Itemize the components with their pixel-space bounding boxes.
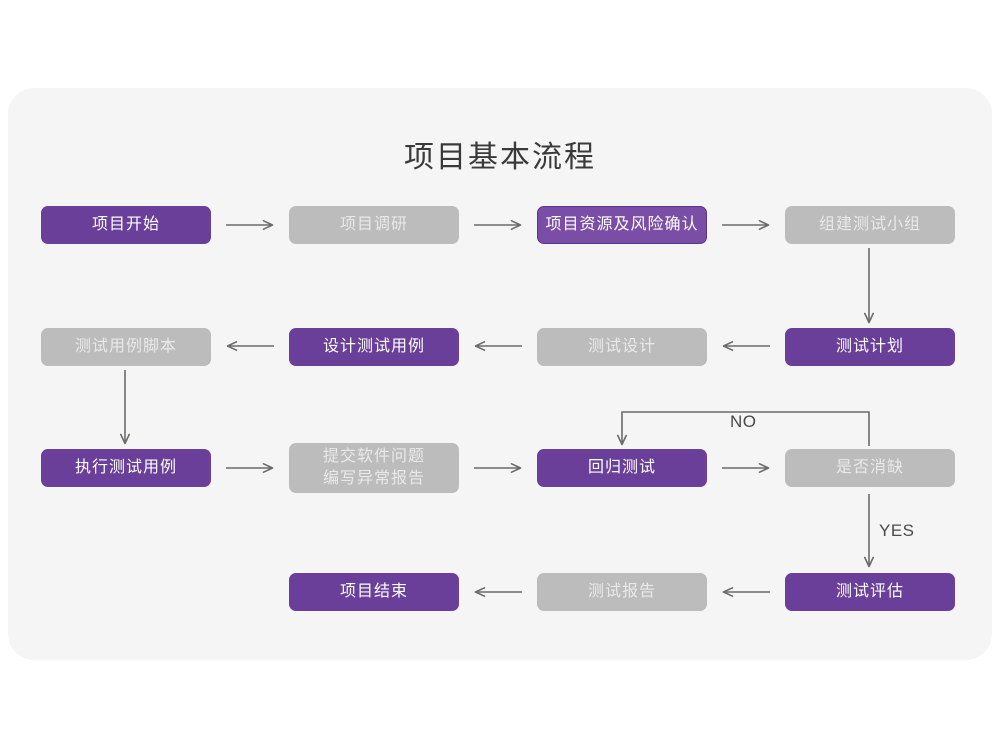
node-test-report[interactable]: 测试报告 (537, 573, 707, 611)
node-test-case-script[interactable]: 测试用例脚本 (41, 328, 211, 366)
node-test-plan[interactable]: 测试计划 (785, 328, 955, 366)
node-design-test-cases[interactable]: 设计测试用例 (289, 328, 459, 366)
node-project-end[interactable]: 项目结束 (289, 573, 459, 611)
node-defects-cleared[interactable]: 是否消缺 (785, 449, 955, 487)
node-project-research[interactable]: 项目调研 (289, 206, 459, 244)
node-regression-test[interactable]: 回归测试 (537, 449, 707, 487)
page-title: 项目基本流程 (404, 141, 596, 174)
node-project-start[interactable]: 项目开始 (41, 206, 211, 244)
node-execute-test-cases[interactable]: 执行测试用例 (41, 449, 211, 487)
diagram-card (8, 88, 992, 660)
node-test-evaluation[interactable]: 测试评估 (785, 573, 955, 611)
node-form-test-team[interactable]: 组建测试小组 (785, 206, 955, 244)
node-submit-issues-write-report[interactable]: 提交软件问题 编写异常报告 (289, 443, 459, 493)
edge-label-yes: YES (879, 521, 915, 540)
node-resource-risk-confirm[interactable]: 项目资源及风险确认 (537, 206, 707, 244)
edge-label-no: NO (730, 412, 757, 431)
node-test-design[interactable]: 测试设计 (537, 328, 707, 366)
